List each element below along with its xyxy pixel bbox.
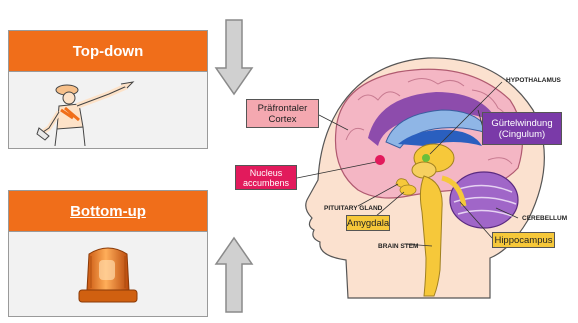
- top-down-image-area: [9, 72, 207, 148]
- siren-light-icon: [9, 232, 207, 316]
- bottom-up-card: Bottom-up: [8, 190, 208, 317]
- bottom-up-title: Bottom-up: [9, 191, 207, 232]
- label-hippocampus: Hippocampus: [492, 232, 555, 248]
- label-praefrontaler-cortex: Präfrontaler Cortex: [246, 99, 319, 128]
- label-pituitary-gland: PITUITARY GLAND: [324, 205, 383, 212]
- label-amygdala: Amygdala: [346, 215, 390, 231]
- label-brain-stem: BRAIN STEM: [378, 243, 418, 250]
- label-nucleus-accumbens: Nucleus accumbens: [235, 165, 297, 190]
- pointing-officer-icon: [9, 72, 207, 148]
- label-hypothalamus: HYPOTHALAMUS: [506, 77, 562, 84]
- top-down-title: Top-down: [9, 31, 207, 72]
- label-cerebellum: CEREBELLUM: [522, 215, 567, 222]
- label-guertelwindung: Gürtelwindung (Cingulum): [482, 112, 562, 145]
- top-down-card: Top-down: [8, 30, 208, 149]
- nucleus-accumbens-marker: [375, 155, 385, 165]
- bottom-up-image-area: [9, 232, 207, 316]
